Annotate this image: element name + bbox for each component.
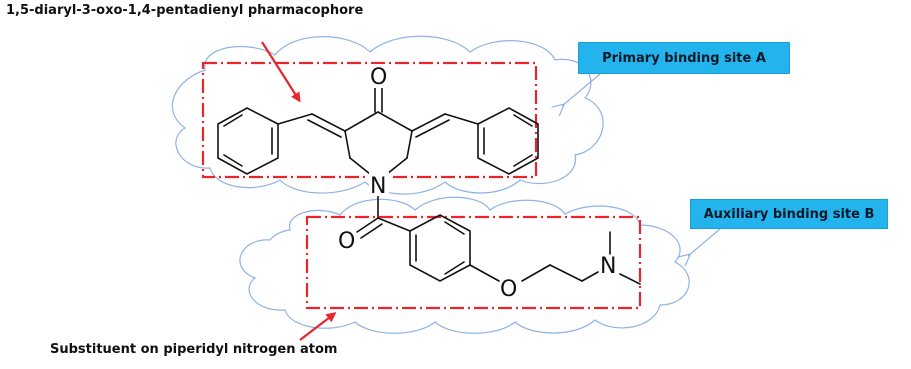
dashdot-box-substituent (305, 215, 642, 310)
callout-connector-b (688, 228, 721, 256)
callout-connector-a (562, 73, 601, 106)
auxiliary-binding-site-callout: Auxiliary binding site B (690, 199, 888, 229)
pharmacophore-label: 1,5-diaryl-3-oxo-1,4-pentadienyl pharmac… (6, 3, 364, 18)
pointer-arrow-pharmacophore (261, 41, 301, 103)
atom-ether-oxygen: O (500, 277, 517, 302)
cloud-site-a (172, 35, 604, 195)
atom-carbonyl-oxygen: O (370, 65, 387, 90)
substituent-label: Substituent on piperidyl nitrogen atom (50, 342, 338, 357)
atom-amide-oxygen: O (338, 229, 355, 254)
molecule-atoms: O N O O N (338, 64, 616, 302)
atom-ring-nitrogen: N (370, 174, 386, 199)
molecule-bonds (217, 87, 641, 285)
primary-binding-site-callout: Primary binding site A (578, 42, 790, 74)
atom-amine-nitrogen: N (600, 254, 616, 279)
pointer-arrow-substituent (299, 312, 337, 341)
cloud-site-b (239, 196, 690, 334)
